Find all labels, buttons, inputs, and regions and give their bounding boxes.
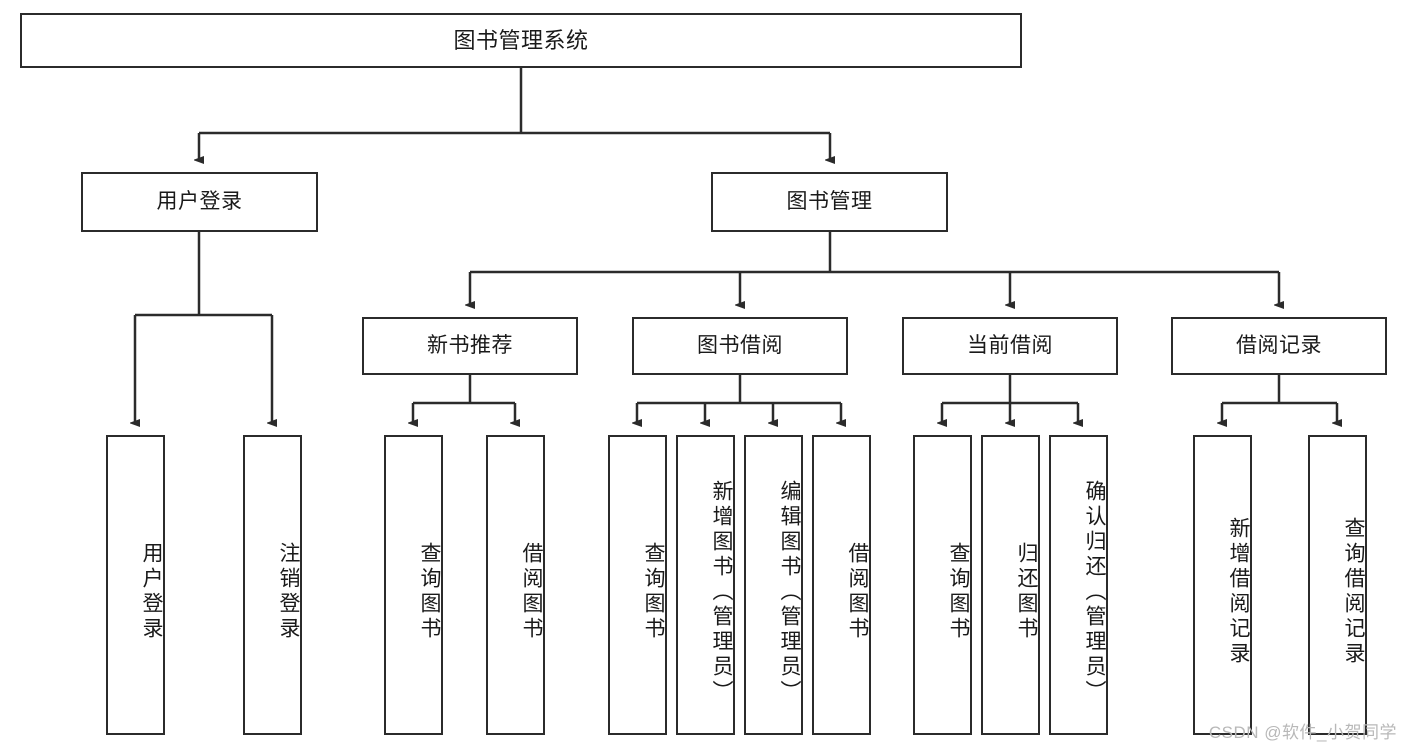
leaf-label: 编辑图书（管理员） (778, 479, 801, 705)
node-current-borrow[interactable]: 当前借阅 (902, 317, 1118, 375)
node-new-book-recommend[interactable]: 新书推荐 (362, 317, 578, 375)
node-leaf-query-book-borrow[interactable]: 查询图书 (608, 435, 667, 735)
leaf-label: 确认归还（管理员） (1083, 479, 1106, 705)
node-leaf-query-book-current[interactable]: 查询图书 (913, 435, 972, 735)
node-leaf-edit-book-admin[interactable]: 编辑图书（管理员） (744, 435, 803, 735)
leaf-label: 借阅图书 (520, 542, 543, 642)
csdn-watermark: CSDN @软件_小贺同学 (1208, 723, 1397, 742)
node-user-login[interactable]: 用户登录 (81, 172, 318, 232)
node-leaf-add-borrow-record[interactable]: 新增借阅记录 (1193, 435, 1252, 735)
node-leaf-add-book-admin[interactable]: 新增图书（管理员） (676, 435, 735, 735)
leaf-label: 借阅图书 (846, 542, 869, 642)
leaf-label: 注销登录 (277, 542, 300, 642)
node-leaf-borrow-book[interactable]: 借阅图书 (812, 435, 871, 735)
leaf-label: 新增借阅记录 (1227, 517, 1250, 667)
node-leaf-query-borrow-record[interactable]: 查询借阅记录 (1308, 435, 1367, 735)
leaf-label: 用户登录 (140, 542, 163, 642)
node-leaf-return-book[interactable]: 归还图书 (981, 435, 1040, 735)
node-book-management[interactable]: 图书管理 (711, 172, 948, 232)
node-borrow-record[interactable]: 借阅记录 (1171, 317, 1387, 375)
node-leaf-borrow-book-recommend[interactable]: 借阅图书 (486, 435, 545, 735)
leaf-label: 新增图书（管理员） (710, 479, 733, 705)
leaf-label: 查询图书 (947, 542, 970, 642)
leaf-label: 查询图书 (642, 542, 665, 642)
leaf-label: 查询图书 (418, 542, 441, 642)
node-leaf-logout[interactable]: 注销登录 (243, 435, 302, 735)
node-leaf-query-book-recommend[interactable]: 查询图书 (384, 435, 443, 735)
node-book-borrow[interactable]: 图书借阅 (632, 317, 848, 375)
leaf-label: 归还图书 (1015, 542, 1038, 642)
node-root-system[interactable]: 图书管理系统 (20, 13, 1022, 68)
node-leaf-confirm-return-admin[interactable]: 确认归还（管理员） (1049, 435, 1108, 735)
leaf-label: 查询借阅记录 (1342, 517, 1365, 667)
node-leaf-user-login[interactable]: 用户登录 (106, 435, 165, 735)
